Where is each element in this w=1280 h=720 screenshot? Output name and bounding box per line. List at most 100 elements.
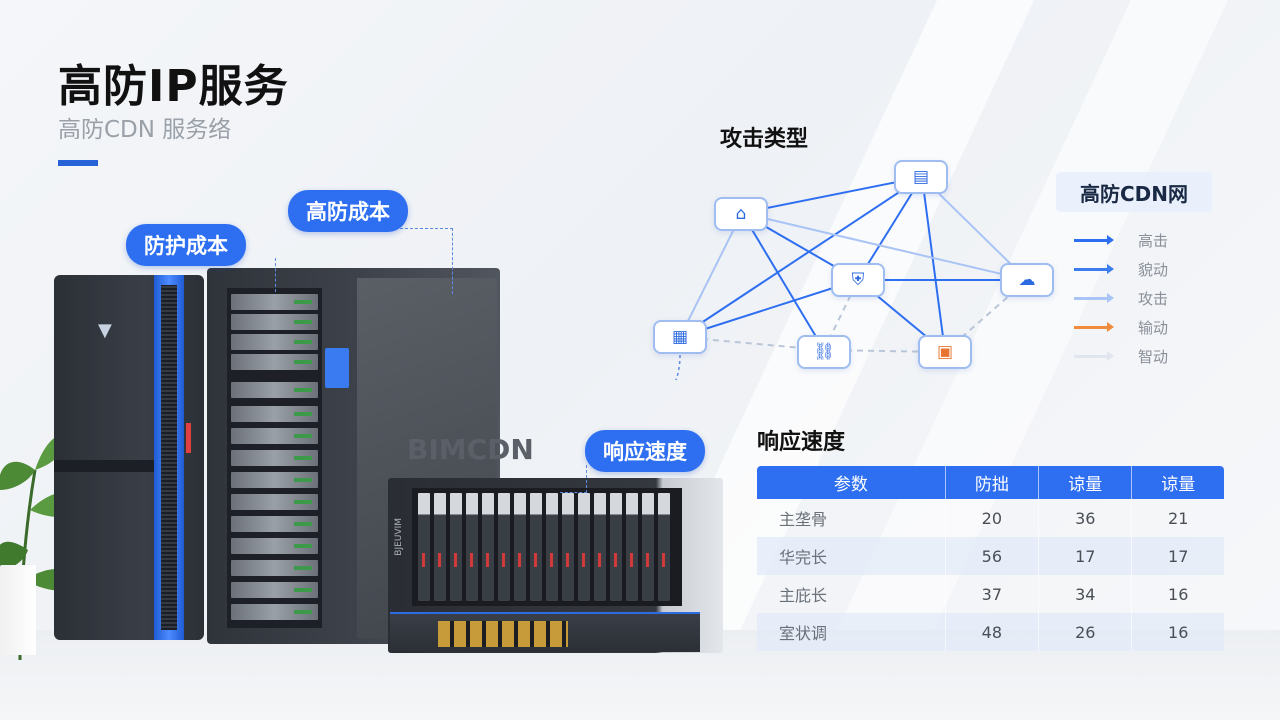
rack-drive: [466, 493, 478, 601]
table-cell: 37: [944, 575, 1039, 613]
legend-item: 貌动: [1074, 259, 1168, 279]
table-cell: 17: [1131, 537, 1224, 575]
drive-bay: [231, 314, 318, 330]
table-cell: 20: [944, 499, 1039, 537]
front-display: [325, 348, 349, 388]
rack-drive: [498, 493, 510, 601]
rack-drive: [658, 493, 670, 601]
rack-drive: [418, 493, 430, 601]
table-cell: 21: [1131, 499, 1224, 537]
network-title: 攻击类型: [720, 127, 809, 152]
server-brand: BIMCDN: [407, 433, 534, 466]
drive-bay: [231, 516, 318, 532]
server-vent: [161, 285, 177, 630]
server-tower-left: ▼: [54, 275, 204, 640]
drive-bay: [231, 450, 318, 466]
cloud-icon: ☁: [1000, 263, 1054, 297]
rack-drive: [610, 493, 622, 601]
table-row: 华完长 56 17 17: [757, 537, 1224, 575]
response-table: 参数 防拙 谅量 谅量 主垄骨 20 36 21 华完长 56 17 17 主庇…: [757, 466, 1224, 651]
legend-item: 高击: [1074, 230, 1168, 250]
table-header: 谅量: [1131, 466, 1224, 499]
table-header: 防拙: [944, 466, 1039, 499]
drive-bay: [231, 428, 318, 444]
legend-label: 高击: [1138, 231, 1169, 250]
rack-drive: [514, 493, 526, 601]
table-row: 主庇长 37 34 16: [757, 575, 1224, 613]
server-icon: ▤: [894, 160, 948, 194]
drive-bay: [231, 582, 318, 598]
table-cell: 16: [1131, 613, 1224, 651]
callout-protection-cost: 防护成本: [126, 224, 246, 266]
drive-bay: [231, 604, 318, 620]
callout-leader: [560, 492, 587, 493]
drive-bay: [231, 538, 318, 554]
drive-bay: [231, 354, 318, 370]
table-row: 室状调 48 26 16: [757, 613, 1224, 651]
rack-server: BJEUVIM: [388, 478, 723, 653]
table-header: 参数: [757, 466, 946, 499]
table-cell: 17: [1038, 537, 1132, 575]
brand-logo-icon: ▼: [98, 320, 112, 341]
table-row: 主垄骨 20 36 21: [757, 499, 1224, 537]
legend-title: 高防CDN网: [1056, 172, 1212, 212]
rack-label: BJEUVIM: [394, 518, 404, 556]
callout-leader: [275, 258, 276, 292]
drive-bay: [231, 382, 318, 398]
callout-leader: [350, 228, 453, 229]
building-icon: ▦: [653, 320, 707, 354]
legend-item: 输动: [1074, 317, 1168, 337]
rack-drive: [546, 493, 558, 601]
callout-leader: [452, 228, 453, 294]
rack-drive: [594, 493, 606, 601]
page-title: 高防IP服务: [58, 61, 289, 112]
legend-arrow-icon: [1074, 263, 1114, 274]
table-cell: 48: [944, 613, 1039, 651]
drive-bay: [231, 472, 318, 488]
callout-leader: [586, 465, 587, 493]
table-title: 响应速度: [757, 430, 846, 455]
legend-arrow-icon: [1074, 292, 1114, 303]
table-header-row: 参数 防拙 谅量 谅量: [757, 466, 1224, 499]
table-cell: 主垄骨: [779, 510, 828, 529]
rack-drive: [530, 493, 542, 601]
rack-drive: [482, 493, 494, 601]
plant-pot: [0, 565, 36, 655]
house-icon: ⌂: [714, 197, 768, 231]
rack-drive: [578, 493, 590, 601]
server-band: [54, 460, 154, 472]
switch-ports: [438, 621, 568, 647]
rack-drives: [412, 488, 682, 606]
link-icon: ⛓: [797, 335, 851, 369]
table-cell: 56: [944, 537, 1039, 575]
legend-item: 攻击: [1074, 288, 1168, 308]
box-icon: ▣: [918, 335, 972, 369]
network-switch: [390, 612, 700, 652]
table-cell: 36: [1038, 499, 1132, 537]
legend-arrow-icon: [1074, 234, 1114, 245]
rack-drive: [562, 493, 574, 601]
table-cell: 室状调: [757, 613, 946, 651]
legend-arrow-icon: [1074, 350, 1114, 361]
table-cell: 华完长: [757, 537, 946, 575]
drive-bay: [231, 334, 318, 350]
title-underline: [58, 160, 98, 166]
status-light: [186, 423, 191, 453]
drive-bay: [231, 406, 318, 422]
table-cell: 34: [1038, 575, 1132, 613]
rack-drive: [642, 493, 654, 601]
legend-label: 攻击: [1138, 289, 1169, 308]
drive-bay: [231, 560, 318, 576]
legend-label: 貌动: [1138, 260, 1169, 279]
table-cell: 26: [1038, 613, 1132, 651]
legend-label: 输动: [1138, 318, 1169, 337]
page-subtitle: 高防CDN 服务络: [58, 117, 232, 143]
callout-response-speed: 响应速度: [585, 430, 705, 472]
drive-bay: [231, 294, 318, 310]
table-cell: 主庇长: [779, 586, 828, 605]
table-header: 谅量: [1038, 466, 1132, 499]
legend-item: 智动: [1074, 346, 1168, 366]
drive-bay: [231, 494, 318, 510]
legend-label: 智动: [1138, 347, 1169, 366]
shield-icon: ⛨: [831, 263, 885, 297]
